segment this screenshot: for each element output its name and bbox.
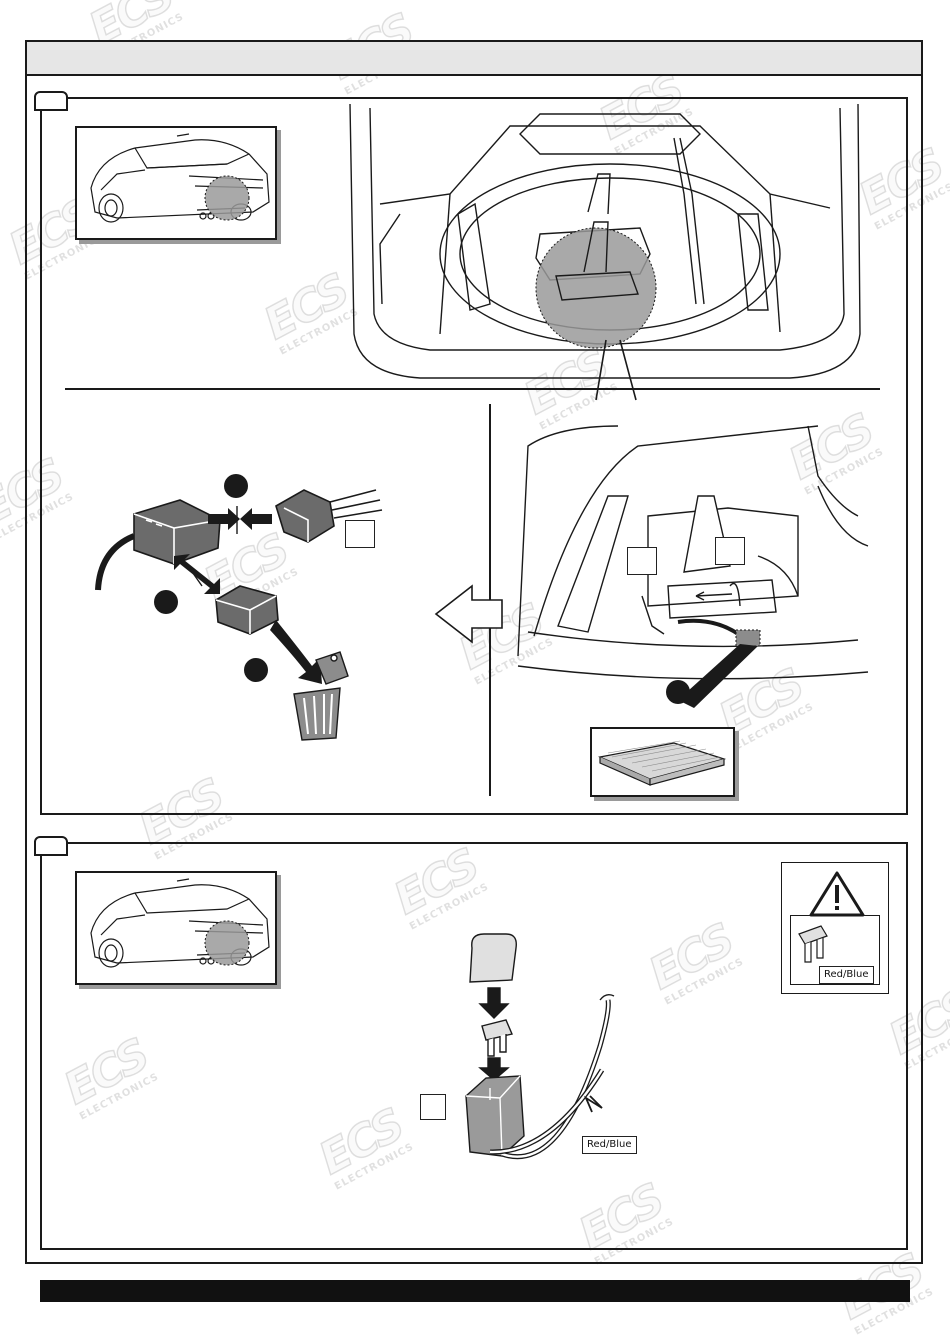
step2-car-thumbnail [75,871,277,985]
warning-fuse-label: Red/Blue [819,966,874,984]
step1-divider [65,388,880,390]
step1-car-thumbnail [75,126,277,240]
trash-bin-icon [293,651,349,741]
footer-bar [40,1280,910,1302]
step2-tab [34,836,68,856]
fuse-holder-label-box [420,1094,446,1120]
car-rear-icon [90,878,270,968]
felt-pad-icon [597,740,727,786]
wire-label: Red/Blue [582,1136,637,1154]
connector-label-box [345,520,375,548]
fuse-icon [798,925,828,963]
callout-lines [595,339,637,401]
warning-triangle-icon [809,871,865,917]
warning-box: Red/Blue [781,862,889,994]
step2-panel [40,842,908,1250]
detail-label-box-left [627,547,657,575]
felt-pad-thumbnail [590,727,735,797]
warning-fuse-frame: Red/Blue [790,915,880,985]
arrow-left-icon [434,584,503,644]
trunk-detail-icon [517,425,869,708]
step1-tab [34,91,68,111]
car-rear-icon [90,133,270,223]
step1-panel [40,97,908,815]
header-bar [25,40,923,76]
fuse-holder-icon [465,933,615,1160]
connector-icon [95,474,383,684]
trunk-icon [349,103,861,379]
detail-label-box-right [715,537,745,565]
